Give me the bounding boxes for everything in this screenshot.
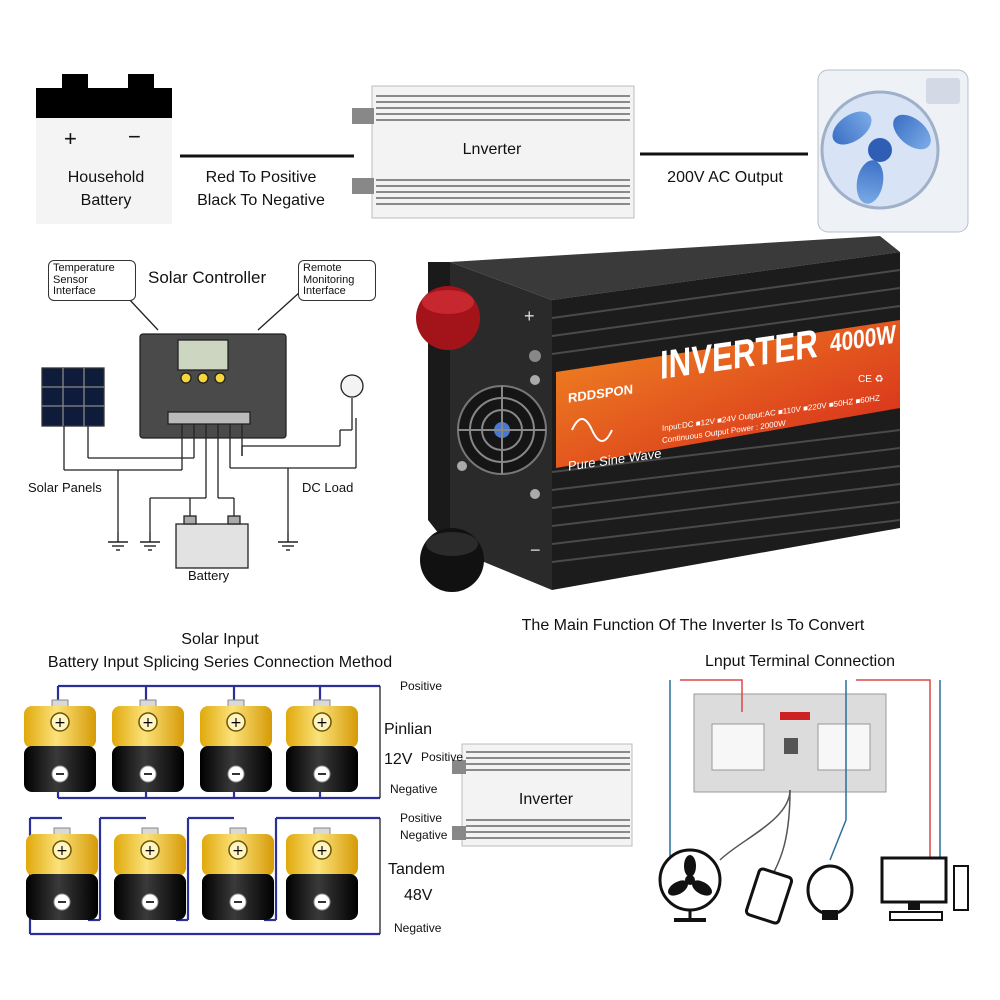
ac-output-label: 200V AC Output <box>667 169 783 186</box>
wiring-black-negative: Black To Negative <box>197 192 325 210</box>
remote-line1: Remote <box>303 262 342 274</box>
battery-cells <box>23 699 359 921</box>
temp-sensor-line1: Temperature <box>53 262 115 274</box>
solar-controller-title: Solar Controller <box>148 268 267 287</box>
voltage-48v-label: 48V <box>404 887 433 904</box>
remote-line2: Monitoring <box>303 273 355 286</box>
temperature-sensor-callout: Temperature Sensor Interface <box>48 260 136 301</box>
product-cert-marks: CE ♻ <box>858 374 884 385</box>
product-minus-mark: − <box>530 540 541 560</box>
positive-mid-label: Positive <box>421 750 464 764</box>
temp-sensor-line2: Sensor <box>53 273 88 286</box>
remote-line3: Interface <box>303 285 346 298</box>
solar-input-title: Solar Input <box>181 631 259 648</box>
household-battery-icon <box>36 74 172 224</box>
wiring-red-positive: Red To Positive <box>205 169 317 186</box>
series-method-title: Battery Input Splicing Series Connection… <box>47 654 393 672</box>
top-inverter-illustration <box>352 85 635 219</box>
inverter-function-caption: The Main Function Of The Inverter Is To … <box>521 617 865 634</box>
negative-bottom-label: Negative <box>394 921 442 935</box>
bottom-inverter-label: Inverter <box>518 791 574 808</box>
solar-panels-label: Solar Panels <box>28 480 102 495</box>
box-fan-icon <box>817 69 969 233</box>
terminal-connection-diagram <box>658 679 969 925</box>
household-battery-label: Household Battery <box>44 166 168 212</box>
tandem-label: Tandem <box>388 861 445 878</box>
battery-label: Battery <box>188 568 230 583</box>
terminal-connection-title: Lnput Terminal Connection <box>704 653 896 670</box>
bottom-inverter-illustration <box>452 743 633 847</box>
negative-mid-label: Negative <box>390 782 438 796</box>
household-battery-plus: + <box>64 126 77 151</box>
positive-top-label: Positive <box>400 679 443 693</box>
inverter-product-image <box>416 236 901 592</box>
positive-second-label: Positive <box>400 811 443 825</box>
top-inverter-label: Lnverter <box>462 141 522 158</box>
temp-sensor-line3: Interface <box>53 285 96 298</box>
pinlian-label: Pinlian <box>384 721 433 738</box>
negative-second-label: Negative <box>400 828 448 842</box>
series-section-title: Solar Input Battery Input Splicing Serie… <box>20 628 420 674</box>
solar-controller-diagram <box>41 291 364 569</box>
product-plus-mark: + <box>524 306 535 326</box>
household-battery-minus: − <box>128 124 141 149</box>
household-battery-line2: Battery <box>80 192 132 210</box>
dc-load-label: DC Load <box>302 480 354 495</box>
household-battery-line1: Household <box>67 169 145 186</box>
remote-monitoring-callout: Remote Monitoring Interface <box>298 260 376 301</box>
wiring-instructions: Red To Positive Black To Negative <box>176 166 346 212</box>
voltage-12v-label: 12V <box>384 751 413 768</box>
